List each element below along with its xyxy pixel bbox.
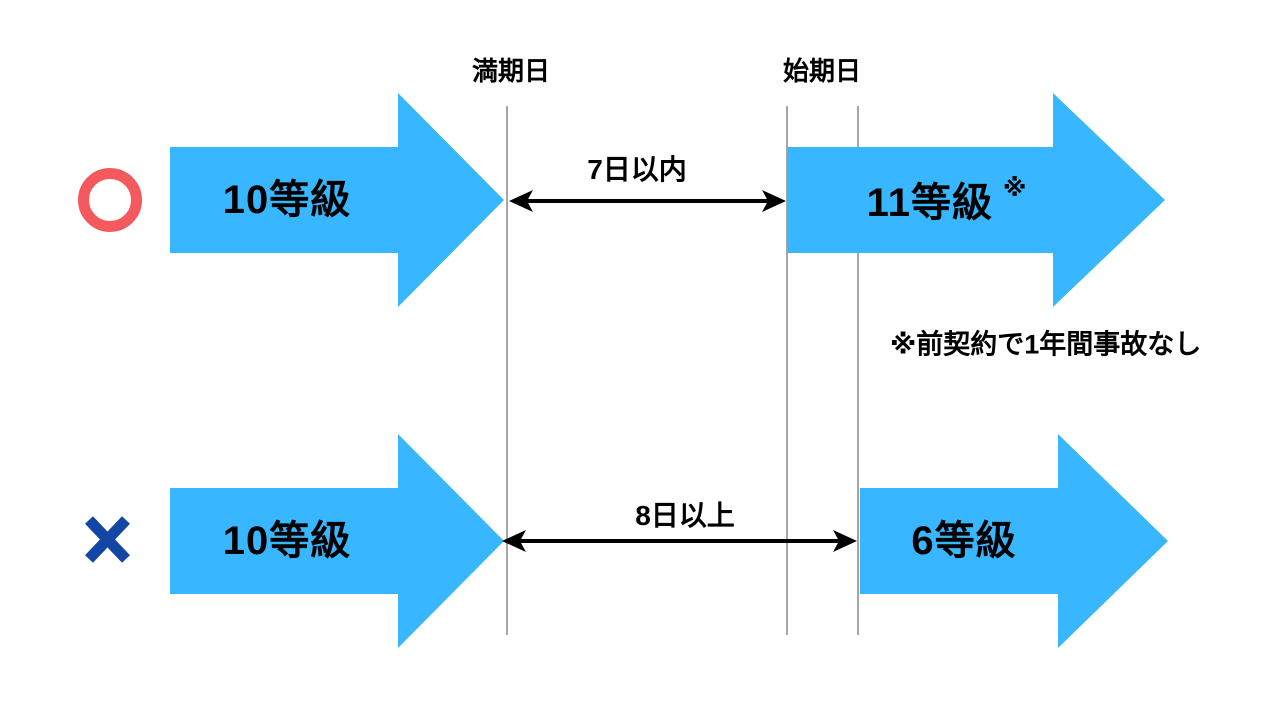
ok-after-grade-note-mark: ※ (1002, 175, 1028, 202)
ng-interval-label: 8日以上 (635, 500, 735, 531)
ng-cross-icon (85, 516, 130, 563)
start-date-label: 始期日 (782, 56, 862, 86)
ok-after-grade-label: 11等級 ※ (866, 177, 1028, 225)
ok-circle-icon (78, 168, 142, 232)
footnote-label: ※前契約で1年間事故なし (890, 329, 1202, 360)
ng-after-contract-arrow (860, 434, 1168, 648)
maturity-date-label: 満期日 (471, 56, 551, 86)
ng-before-grade-label: 10等級 (222, 519, 352, 563)
ok-after-grade-text: 11等級 (866, 181, 993, 225)
ng-before-contract-arrow (170, 434, 504, 648)
ng-interval-double-arrow-icon (502, 530, 857, 552)
ok-before-grade-label: 10等級 (222, 178, 352, 222)
ok-interval-label: 7日以内 (587, 154, 687, 185)
ok-after-contract-arrow (787, 93, 1165, 307)
ng-after-grade-label: 6等級 (911, 519, 1017, 563)
ok-interval-double-arrow-icon (509, 190, 786, 212)
ok-before-contract-arrow (170, 93, 504, 307)
